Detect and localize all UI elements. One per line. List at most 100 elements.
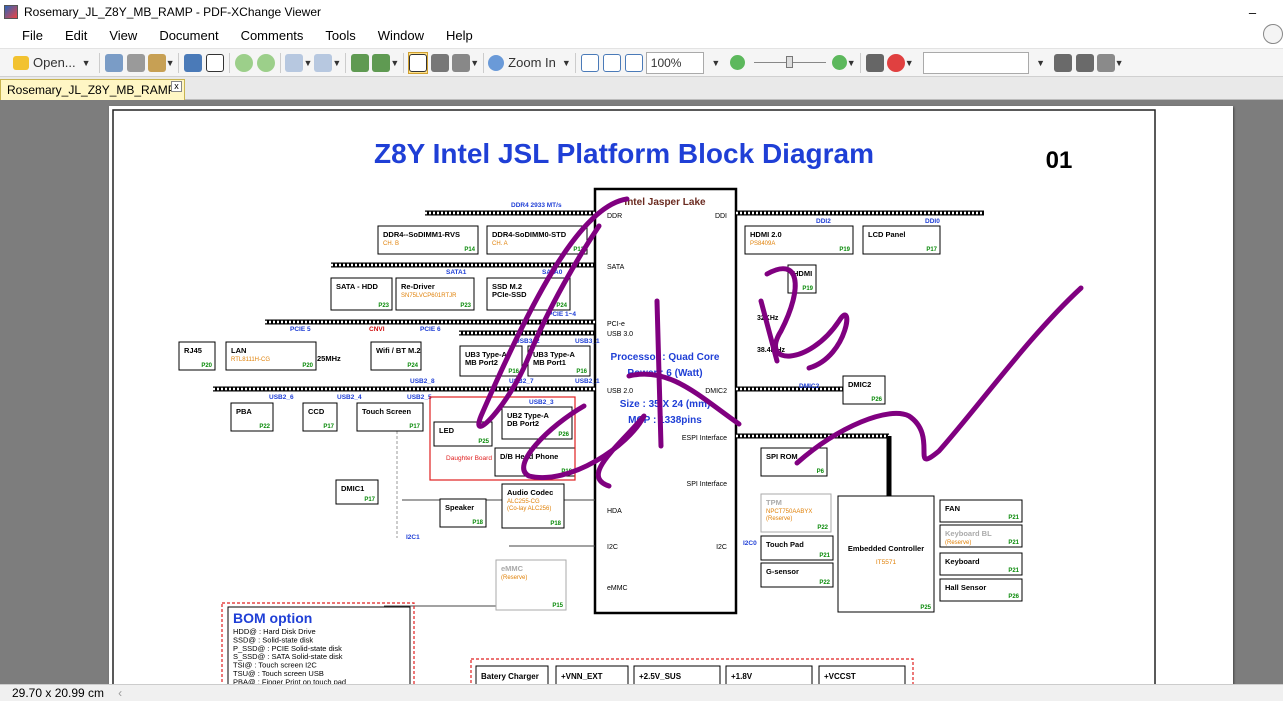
zoom-dropdown-icon[interactable]: ▼	[711, 57, 721, 68]
component-box	[760, 535, 834, 561]
annotation-stroke-5	[764, 266, 850, 371]
fit-page-button[interactable]	[602, 52, 622, 74]
handwritten-annotation	[476, 196, 1084, 489]
forward-button[interactable]	[256, 52, 276, 74]
find-button[interactable]	[865, 52, 885, 74]
slider-thumb[interactable]	[785, 55, 793, 68]
spell-button[interactable]: ▼	[886, 52, 914, 74]
component-page-ref: P24	[407, 363, 418, 369]
component-box	[439, 498, 487, 528]
zoom-in-button[interactable]: Zoom In▼	[488, 52, 571, 74]
component-name: Keyboard	[945, 557, 980, 566]
block-diagram: Z8Y Intel JSL Platform Block Diagram 01 …	[112, 109, 1156, 684]
print-button[interactable]	[126, 52, 146, 74]
cpu-port-pcie: PCI-e	[607, 321, 625, 328]
save-button[interactable]	[104, 52, 124, 74]
stamp-button[interactable]	[183, 52, 203, 74]
document-tab[interactable]: Rosemary_JL_Z8Y_MB_RAMP x	[0, 79, 185, 100]
menu-help[interactable]: Help	[446, 27, 473, 43]
tab-close-icon[interactable]: x	[171, 81, 182, 92]
scroll-left-icon[interactable]: ‹	[118, 686, 123, 700]
bom-box	[227, 606, 411, 684]
zoom-plus-button[interactable]: ▼	[831, 52, 856, 74]
stamp-icon	[184, 53, 203, 72]
page-button[interactable]: ▼	[372, 52, 399, 74]
ocr-button[interactable]	[205, 52, 225, 74]
open-button[interactable]: Open...▼	[13, 52, 95, 74]
undo-button[interactable]: ▼	[285, 52, 312, 74]
bom-line: HDD@ : Hard Disk Drive	[233, 627, 316, 636]
bus-label: I2C0	[743, 540, 757, 547]
component-name: Speaker	[445, 503, 474, 512]
component-box	[842, 375, 886, 405]
snapshot-button[interactable]	[430, 52, 450, 74]
search-options-button[interactable]	[1053, 52, 1073, 74]
document-viewport[interactable]: Z8Y Intel JSL Platform Block Diagram 01 …	[0, 100, 1283, 684]
component-name: FAN	[945, 504, 960, 513]
component-part-number: (Co-lay ALC256)	[507, 506, 551, 512]
save-icon	[104, 53, 123, 72]
minimize-button[interactable]: –	[1248, 4, 1257, 20]
component-name: Audio Codec	[507, 488, 553, 497]
title-bar: Rosemary_JL_Z8Y_MB_RAMP - PDF-XChange Vi…	[0, 0, 1283, 24]
undo-icon	[285, 53, 304, 72]
menu-file[interactable]: File	[22, 27, 43, 43]
bus-label: I2C1	[406, 534, 420, 541]
document-tab-label: Rosemary_JL_Z8Y_MB_RAMP	[7, 83, 176, 97]
menu-comments[interactable]: Comments	[240, 27, 304, 43]
zoom-select[interactable]: 100%	[645, 51, 704, 74]
bom-line: S_SSD@ : SATA Solid-state disk	[233, 652, 343, 661]
search-dropdown-icon[interactable]: ▼	[1036, 57, 1046, 68]
component-part-number: (Reserve)	[766, 516, 792, 522]
menu-edit[interactable]: Edit	[64, 27, 88, 43]
fit-width-button[interactable]	[624, 52, 644, 74]
hand-tool-button[interactable]	[408, 51, 429, 74]
cpu-port-usb2: USB 2.0	[607, 388, 633, 395]
menu-document[interactable]: Document	[159, 27, 219, 43]
cpu-port-usb3: USB 3.0	[607, 331, 633, 338]
search-input[interactable]	[922, 51, 1029, 74]
component-page-ref: P25	[920, 605, 931, 611]
bom-line: TSI@ : Touch screen I2C	[233, 661, 317, 670]
cpu-spec-pins: MCP : 1338pins	[628, 415, 702, 426]
component-name: eMMC	[501, 564, 524, 573]
tools-menu-button[interactable]: ▼	[1096, 52, 1124, 74]
component-name: Touch Screen	[362, 407, 411, 416]
component-page-ref: P15	[552, 603, 563, 609]
zoom-slider[interactable]	[750, 52, 830, 74]
component-box	[335, 479, 379, 505]
help-circle-icon[interactable]	[1263, 24, 1283, 44]
bus-label: CNVI	[369, 326, 385, 333]
component-name: LAN	[231, 346, 246, 355]
component-name: LCD Panel	[868, 230, 906, 239]
zoom-out-button[interactable]	[728, 52, 748, 74]
actual-size-button[interactable]	[580, 52, 600, 74]
power-block	[725, 665, 813, 684]
search-next-button[interactable]	[1075, 52, 1095, 74]
component-page-ref: P24	[556, 303, 567, 309]
status-bar: 29.70 x 20.99 cm ‹	[0, 684, 1283, 701]
cpu-port-i2c-right: I2C	[716, 544, 727, 551]
menu-tools[interactable]: Tools	[325, 27, 356, 43]
back-button[interactable]	[234, 52, 254, 74]
bus-label: USB3_1	[575, 338, 600, 345]
component-page-ref: P22	[259, 424, 270, 430]
scan-button[interactable]: ▼	[147, 52, 174, 74]
component-page-ref: P23	[378, 303, 389, 309]
menu-window[interactable]: Window	[377, 27, 425, 43]
component-page-ref: P20	[201, 363, 212, 369]
spell-check-icon	[886, 53, 905, 72]
menu-view[interactable]: View	[109, 27, 138, 43]
select-button[interactable]: ▼	[452, 52, 479, 74]
redo-button[interactable]: ▼	[314, 52, 341, 74]
power-blocks: Batery Charger+VNN_EXT+2.5V_SUS+1.8V+VCC…	[475, 665, 906, 684]
rotate-button[interactable]	[350, 52, 370, 74]
component-name: UB2 Type-A	[507, 411, 550, 420]
